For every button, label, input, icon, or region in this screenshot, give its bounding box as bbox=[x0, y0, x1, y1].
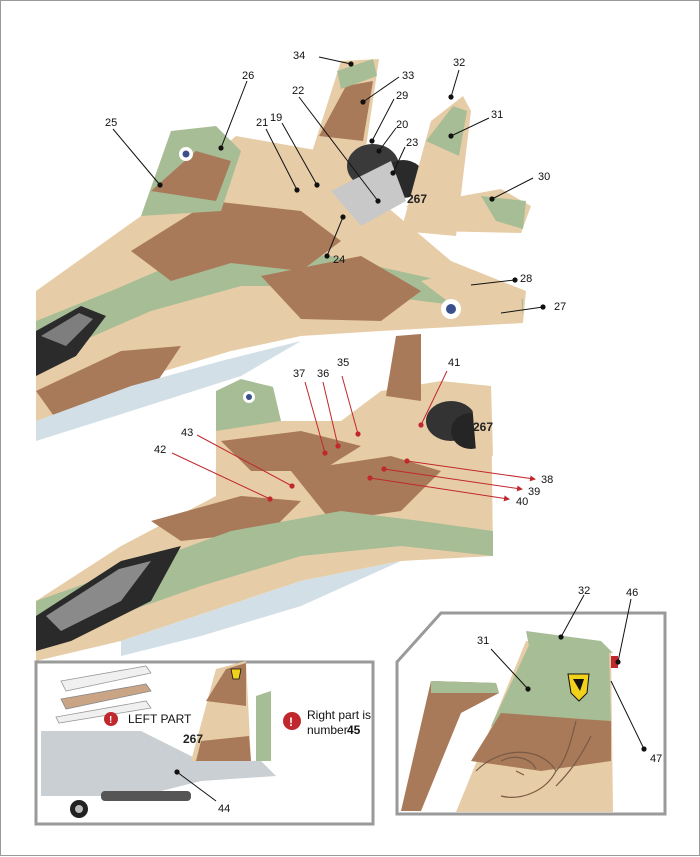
left-part-warning-icon: ! bbox=[104, 712, 118, 726]
callout-36: 36 bbox=[317, 368, 329, 380]
inset-right-fin-brown bbox=[471, 713, 611, 771]
callout-inset-32: 32 bbox=[578, 585, 590, 597]
top-brown-camo-1 bbox=[131, 201, 341, 281]
callout-43: 43 bbox=[181, 427, 193, 439]
callout-24: 24 bbox=[333, 254, 345, 266]
top-roundel-left bbox=[179, 147, 193, 161]
inset-left-fin-base bbox=[196, 736, 251, 761]
top-left-fin-tip bbox=[337, 59, 377, 89]
callout-40: 40 bbox=[516, 496, 528, 508]
top-underside bbox=[36, 341, 301, 441]
top-roundel-right bbox=[441, 299, 461, 319]
callout-19: 19 bbox=[270, 112, 282, 124]
top-canopy-glare bbox=[41, 313, 93, 346]
top-brown-camo-3 bbox=[36, 346, 181, 426]
mid-fin-right bbox=[471, 386, 493, 456]
mid-underside bbox=[121, 561, 401, 656]
callout-25: 25 bbox=[105, 117, 117, 129]
left-part-sketch bbox=[55, 665, 152, 724]
top-engine-fairing bbox=[331, 161, 406, 226]
svg-text:!: ! bbox=[289, 715, 293, 729]
callout-26: 26 bbox=[242, 70, 254, 82]
mid-green-camo bbox=[36, 511, 493, 641]
inset-right-position-light bbox=[611, 656, 618, 668]
callout-37: 37 bbox=[293, 368, 305, 380]
right-part-text: Right part is bbox=[307, 708, 371, 722]
right-part-number: 45 bbox=[347, 723, 361, 737]
callout-32: 32 bbox=[453, 57, 465, 69]
top-left-wing-brown bbox=[151, 151, 231, 201]
mid-brown-camo-1 bbox=[221, 431, 361, 471]
callout-29: 29 bbox=[396, 90, 408, 102]
callout-21: 21 bbox=[256, 117, 268, 129]
callout-41: 41 bbox=[448, 357, 460, 369]
top-right-fin-tip bbox=[426, 106, 467, 156]
callout-inset-31: 31 bbox=[477, 635, 489, 647]
callout-31: 31 bbox=[491, 109, 503, 121]
callout-30: 30 bbox=[538, 171, 550, 183]
callout-47: 47 bbox=[650, 753, 662, 765]
right-part-prefix: number bbox=[307, 723, 348, 737]
top-green-camo bbox=[36, 251, 523, 361]
callout-35: 35 bbox=[337, 357, 349, 369]
inset-right-stabilator-green bbox=[431, 681, 499, 693]
inset-right-stabilator bbox=[401, 681, 499, 811]
callout-20: 20 bbox=[396, 119, 408, 131]
callout-34: 34 bbox=[293, 50, 305, 62]
callout-42: 42 bbox=[154, 444, 166, 456]
top-aircraft-view: 267 bbox=[36, 59, 531, 441]
top-right-wing-tip bbox=[421, 271, 523, 323]
callout-33: 33 bbox=[402, 70, 414, 82]
inset-left-tail-number: 267 bbox=[183, 732, 203, 746]
middle-callouts: 37 36 35 41 43 42 38 39 40 bbox=[154, 357, 553, 508]
inset-left-panel: ! LEFT PART 267 44 ! Right part is numbe… bbox=[34, 660, 375, 826]
mid-roundel bbox=[243, 391, 255, 403]
mid-canopy-glare bbox=[46, 561, 151, 631]
callout-39: 39 bbox=[528, 486, 540, 498]
top-left-fin-brown bbox=[319, 81, 373, 141]
inset-left-fuel-tank bbox=[101, 791, 191, 801]
inset-right-eagle-artwork bbox=[475, 720, 592, 798]
left-part-label: LEFT PART bbox=[128, 712, 192, 726]
inset-left-fuselage bbox=[41, 731, 276, 796]
inset-right-panel: 32 46 31 47 bbox=[395, 585, 667, 816]
callout-23: 23 bbox=[406, 137, 418, 149]
inset-left-squadron-badge bbox=[230, 668, 242, 680]
inset-right-squadron-badge bbox=[567, 673, 590, 702]
top-tail-number: 267 bbox=[407, 192, 427, 206]
callout-44: 44 bbox=[218, 803, 230, 815]
callout-38: 38 bbox=[541, 474, 553, 486]
callout-46: 46 bbox=[626, 587, 638, 599]
callout-28: 28 bbox=[520, 273, 532, 285]
right-part-warning-icon: ! bbox=[283, 712, 301, 730]
inset-right-fin-tip bbox=[526, 631, 613, 653]
svg-text:!: ! bbox=[109, 715, 112, 726]
inset-left-second-fin bbox=[256, 691, 271, 761]
callout-27: 27 bbox=[554, 301, 566, 313]
callout-22: 22 bbox=[292, 85, 304, 97]
mid-tail-number: 267 bbox=[473, 420, 493, 434]
top-brown-camo-2 bbox=[261, 256, 421, 321]
inset-right-fin-green bbox=[491, 641, 611, 736]
top-stabilator-green bbox=[481, 196, 526, 229]
top-callouts: 34 33 32 26 22 29 31 25 21 19 20 23 30 2… bbox=[105, 50, 566, 314]
inset-left-wheel bbox=[70, 800, 88, 818]
mid-fin-left bbox=[386, 334, 421, 401]
mid-left-wing-tip bbox=[216, 379, 281, 431]
